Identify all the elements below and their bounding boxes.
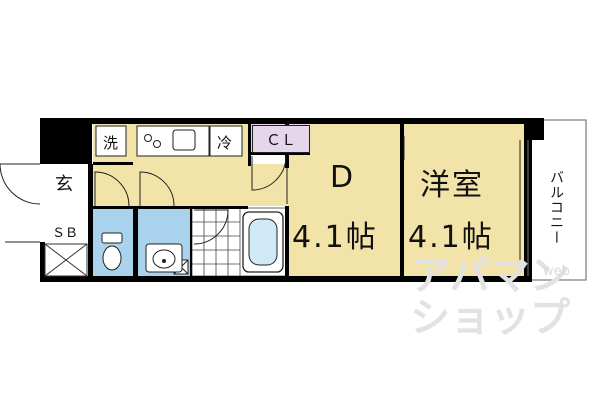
toilet-icon xyxy=(101,232,123,271)
door-swings xyxy=(0,136,521,260)
washbasin-icon xyxy=(145,243,183,273)
washer-label: 洗 xyxy=(103,134,119,152)
western-room-size: 4.1帖 xyxy=(408,220,494,255)
bathtub xyxy=(242,211,284,273)
watermark-line1: アパマン xyxy=(410,253,570,299)
kitchen-counter xyxy=(95,125,243,157)
watermark-web: web xyxy=(543,264,570,279)
balcony-area xyxy=(527,119,587,281)
western-room-fill xyxy=(404,124,524,276)
fridge-label: 冷 xyxy=(217,134,233,152)
dining-size: 4.1帖 xyxy=(292,220,378,255)
entrance-label: 玄 xyxy=(55,174,73,195)
closet-label: ＣＬ xyxy=(252,125,310,153)
watermark-line2: ショップ xyxy=(410,295,570,341)
watermark: アパマン ショップ web xyxy=(395,255,585,339)
shoe-box-label: ＳＢ xyxy=(52,226,79,241)
balcony-label: バルコニー xyxy=(548,170,564,245)
storage-cross xyxy=(44,243,88,277)
western-room-name: 洋室 xyxy=(420,168,484,203)
dining-name: D xyxy=(330,160,356,195)
